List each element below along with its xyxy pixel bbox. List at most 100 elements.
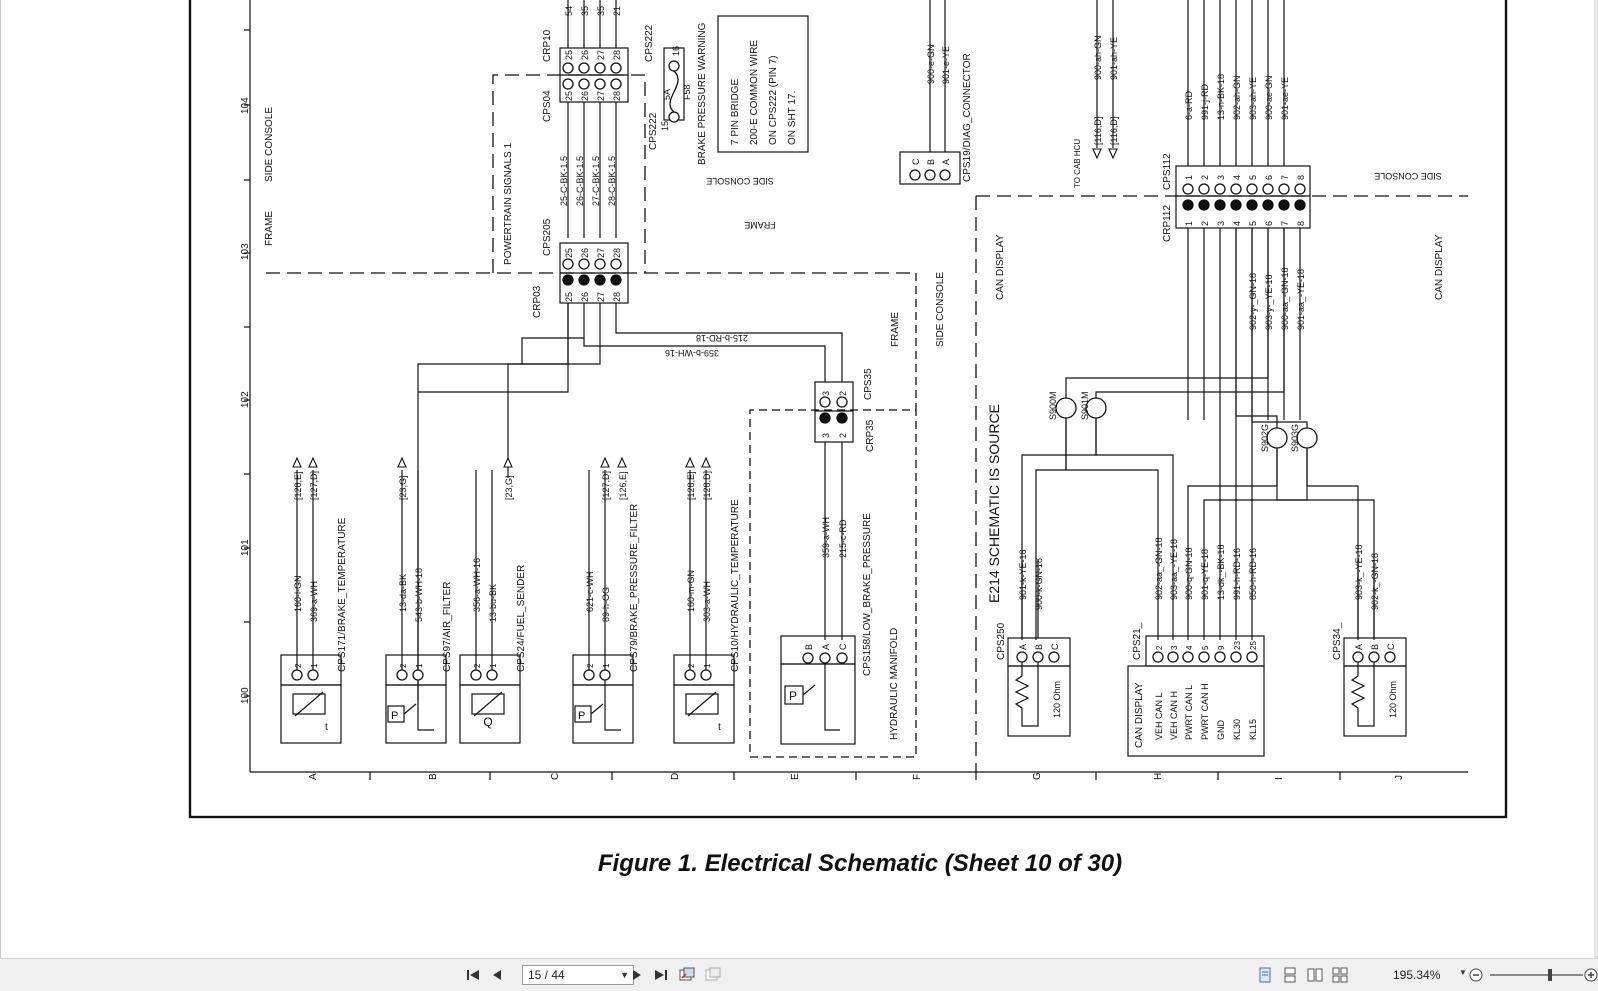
cps158-pin — [836, 652, 848, 664]
zoom-dropdown-icon[interactable]: ▼ — [1459, 968, 1467, 977]
wire-label: 13-n-BK-18 — [1216, 74, 1226, 120]
cps04-pin — [562, 62, 574, 74]
sensor-pin — [684, 669, 696, 681]
connector-label: CPS112 — [1162, 153, 1173, 190]
pin-label: B — [926, 159, 936, 165]
signal-label: VEH CAN H — [1169, 691, 1179, 740]
sensor-pin — [396, 669, 408, 681]
wire-label: 359-b-WH-16 — [665, 348, 719, 358]
pin-label: 1 — [489, 663, 498, 668]
pin-label: 28 — [612, 248, 622, 258]
splice-s902g-icon — [1266, 427, 1288, 449]
temperature-sensor-icon — [685, 693, 719, 715]
wire-label: 13-da-BK — [398, 574, 408, 612]
wire-label: 27-C-BK-1.5 — [591, 156, 601, 206]
signal-label: VEH CAN L — [1154, 692, 1164, 740]
zoom-out-icon — [1469, 968, 1483, 982]
resistor-icon — [1350, 662, 1375, 727]
pin-label: 25 — [564, 248, 574, 258]
sensor-pin — [412, 669, 424, 681]
pin-label: 6 — [1264, 175, 1274, 180]
sensor-slash — [687, 691, 717, 717]
first-page-icon — [467, 970, 479, 980]
continuous-facing-icon — [1332, 967, 1348, 983]
wire — [1095, 418, 1174, 640]
next-page-button[interactable] — [628, 966, 646, 984]
next-view-button[interactable] — [704, 966, 722, 984]
zoom-slider[interactable] — [1490, 974, 1583, 976]
note-line: 200-E COMMON WIRE — [749, 40, 760, 145]
can-display-label: CAN DISPLAY — [1134, 682, 1145, 748]
sensor-body — [385, 684, 447, 744]
fuse-f58-icon — [669, 70, 679, 113]
pin-label: 5 — [1201, 645, 1210, 650]
cps112-crp112-connector — [1175, 165, 1311, 229]
connector-label: CPS35 — [863, 368, 874, 400]
previous-view-button[interactable] — [678, 966, 696, 984]
pin-label: 1 — [602, 663, 611, 668]
previous-page-button[interactable] — [488, 966, 506, 984]
column-label: D — [670, 773, 681, 780]
cps112-pin — [1230, 183, 1242, 195]
crp10-pin — [562, 78, 574, 90]
column-label: B — [428, 773, 439, 780]
pin-label: 2 — [1200, 175, 1210, 180]
zoom-slider-thumb[interactable] — [1548, 969, 1552, 981]
signal-label: GND — [1216, 720, 1226, 741]
crp112-pin — [1198, 199, 1210, 211]
pin-label: 3 — [1216, 221, 1226, 226]
temperature-symbol: t — [325, 722, 328, 733]
arrow-up-icon — [617, 456, 627, 468]
arrow-up-icon — [292, 456, 302, 468]
pin-label: 6 — [1264, 221, 1274, 226]
zoom-level[interactable]: 195.34% — [1393, 968, 1441, 982]
note-line: ON CPS222 (PIN 7) — [768, 56, 779, 145]
single-page-view-button[interactable] — [1256, 966, 1274, 984]
pin-label: B — [1034, 644, 1044, 650]
pin-label: 25 — [564, 292, 574, 302]
zoom-in-button[interactable] — [1582, 966, 1598, 984]
sensor-label: CPS10/HYDRAULIC_TEMPERATURE — [730, 499, 741, 672]
ref-label: [23,G] — [398, 475, 408, 500]
wire-label: 13-dk_-BK-18 — [1216, 544, 1226, 600]
resistor-label: 120 Ohm — [1052, 681, 1062, 718]
wire — [1306, 448, 1359, 640]
sensor-label: CPS24/FUEL_SENDER — [516, 565, 527, 672]
splice-label: S900M — [1048, 391, 1058, 420]
connector-label: CRP112 — [1162, 205, 1173, 242]
chevron-down-icon: ▼ — [620, 970, 629, 980]
cps158-body — [780, 663, 856, 745]
e214-source-label: E214 SCHEMATIC IS SOURCE — [986, 404, 1002, 603]
connector-label: CPS205 — [542, 218, 553, 256]
cps205-pin — [610, 258, 622, 270]
pin-label: 27 — [596, 91, 606, 101]
can-display-pin — [1230, 651, 1242, 663]
column-label: I — [1274, 777, 1285, 780]
facing-view-button[interactable] — [1306, 966, 1324, 984]
continuous-view-button[interactable] — [1281, 966, 1299, 984]
pin-label: 15 — [660, 121, 670, 131]
wire-label: 900-k-GN-18 — [1034, 558, 1044, 610]
arrow-up-icon — [600, 456, 610, 468]
pin-label: 4 — [1232, 221, 1242, 226]
first-page-button[interactable] — [464, 966, 482, 984]
arrow-up-icon — [308, 456, 318, 468]
vertical-scrollbar[interactable] — [1594, 0, 1598, 958]
last-page-button[interactable] — [652, 966, 670, 984]
cps112-pin — [1214, 183, 1226, 195]
page-number-field[interactable]: 15 / 44 ▼ — [522, 965, 634, 985]
zoom-out-button[interactable] — [1467, 966, 1485, 984]
wire-label: 35 — [580, 6, 590, 16]
pin — [1016, 651, 1028, 663]
cps158-pin — [802, 652, 814, 664]
can-display-pin — [1198, 651, 1210, 663]
sensor-body — [572, 684, 634, 744]
wire — [1203, 448, 1308, 640]
wire-label: 215-b-RD-18 — [696, 333, 748, 343]
splice-label: S902G — [1260, 424, 1270, 452]
continuous-facing-button[interactable] — [1331, 966, 1349, 984]
temperature-symbol: t — [718, 722, 721, 733]
wire-label: 21 — [612, 6, 622, 16]
pin-label: 2 — [838, 391, 848, 396]
